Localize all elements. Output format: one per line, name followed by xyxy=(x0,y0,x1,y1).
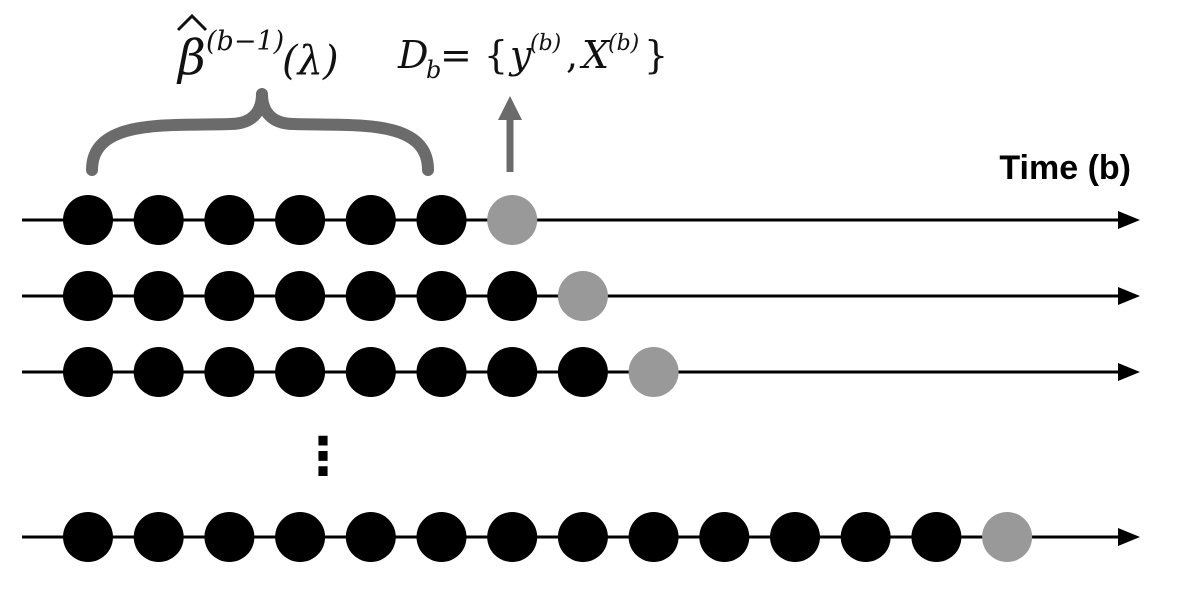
past-observation-point xyxy=(345,195,396,245)
svg-text:,: , xyxy=(566,33,578,77)
svg-text:D: D xyxy=(397,33,428,77)
dataset-x-superscript: (b) xyxy=(608,31,639,56)
past-observation-point xyxy=(275,512,326,562)
past-observation-point xyxy=(204,271,255,321)
svg-text:(b): (b) xyxy=(530,31,561,56)
dataset-equals: = { xyxy=(440,33,508,77)
past-observation-point xyxy=(416,271,467,321)
past-observation-point xyxy=(275,195,326,245)
dataset-x: X xyxy=(579,33,611,77)
timeline-rows xyxy=(22,195,1140,562)
dataset-lhs-subscript: b xyxy=(426,56,441,84)
dataset-y-superscript: (b) xyxy=(530,31,561,56)
past-observation-point xyxy=(911,512,962,562)
svg-text:X: X xyxy=(579,33,611,77)
estimator-symbol: β xyxy=(176,30,206,86)
timeline-row xyxy=(22,195,1140,245)
past-observation-point xyxy=(345,271,396,321)
time-arrowhead xyxy=(1118,363,1140,381)
estimator-argument: (λ) xyxy=(282,38,339,84)
past-observation-point xyxy=(416,512,467,562)
past-observation-point xyxy=(204,512,255,562)
past-observation-point xyxy=(770,512,820,562)
timeline-row xyxy=(22,271,1140,321)
dataset-close-brace: } xyxy=(644,33,668,77)
svg-text:}: } xyxy=(644,33,668,77)
new-observation-point xyxy=(628,347,679,397)
svg-text:= {: = { xyxy=(440,33,508,77)
svg-text:(λ): (λ) xyxy=(282,38,339,84)
svg-text:⋮: ⋮ xyxy=(297,427,349,487)
past-observation-point xyxy=(345,512,396,562)
past-observation-point xyxy=(133,271,184,321)
pointer-arrow xyxy=(498,96,522,172)
estimator-superscript: (b−1) xyxy=(206,26,284,57)
past-observation-point xyxy=(63,512,113,562)
new-observation-point xyxy=(982,512,1033,562)
time-arrowhead xyxy=(1118,211,1140,229)
time-arrowhead xyxy=(1118,287,1140,305)
vertical-ellipsis: ⋮ xyxy=(297,427,349,487)
svg-text:(b): (b) xyxy=(608,31,639,56)
timeline-row xyxy=(22,512,1140,562)
past-observation-point xyxy=(487,271,538,321)
dataset-comma: , xyxy=(566,33,578,77)
history-brace xyxy=(86,88,434,176)
past-observation-point xyxy=(204,195,255,245)
past-observation-point xyxy=(133,512,184,562)
new-observation-point xyxy=(557,271,608,321)
new-observation-point xyxy=(487,195,538,245)
past-observation-point xyxy=(628,512,679,562)
past-observation-point xyxy=(699,512,750,562)
time-arrowhead xyxy=(1118,528,1140,546)
dataset-lhs: D xyxy=(397,33,428,77)
past-observation-point xyxy=(416,347,467,397)
past-observation-point xyxy=(63,347,113,397)
past-observation-point xyxy=(63,271,113,321)
svg-text:Time (b): Time (b) xyxy=(999,149,1131,187)
past-observation-point xyxy=(133,195,184,245)
time-axis-label: Time (b) xyxy=(999,149,1131,187)
past-observation-point xyxy=(557,512,608,562)
dataset-y: y xyxy=(508,33,532,77)
hat-accent xyxy=(176,13,208,32)
svg-text:β: β xyxy=(176,30,206,86)
svg-text:b: b xyxy=(426,56,441,84)
past-observation-point xyxy=(275,347,326,397)
past-observation-point xyxy=(345,347,396,397)
past-observation-point xyxy=(204,347,255,397)
timeline-row xyxy=(22,347,1140,397)
past-observation-point xyxy=(487,347,538,397)
past-observation-point xyxy=(275,271,326,321)
past-observation-point xyxy=(840,512,891,562)
svg-text:(b−1): (b−1) xyxy=(206,26,284,57)
past-observation-point xyxy=(133,347,184,397)
dataset-label: D b = { y (b) , X (b) } xyxy=(397,31,668,84)
past-observation-point xyxy=(557,347,608,397)
past-observation-point xyxy=(416,195,467,245)
past-observation-point xyxy=(63,195,113,245)
svg-text:y: y xyxy=(508,33,532,77)
past-observation-point xyxy=(487,512,538,562)
estimator-label: β (b−1) (λ) xyxy=(176,13,339,86)
